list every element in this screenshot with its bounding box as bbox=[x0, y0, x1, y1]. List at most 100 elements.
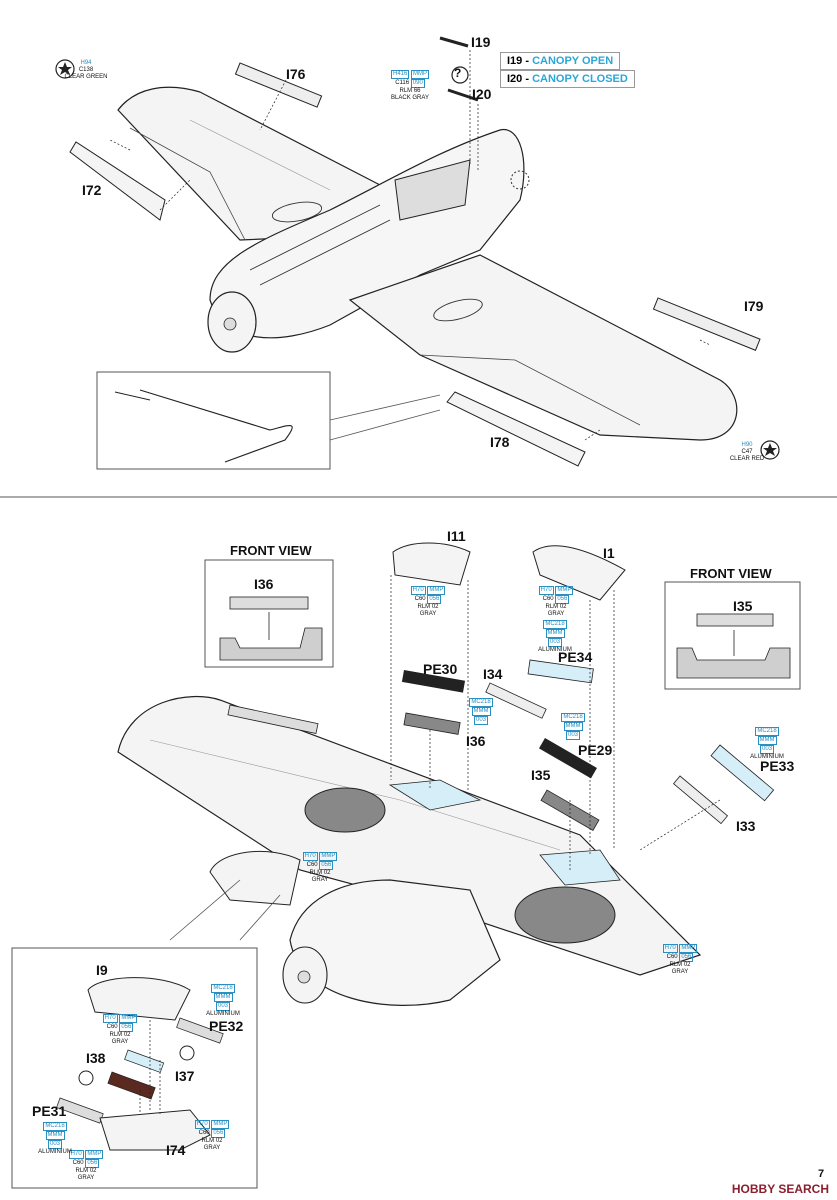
paint-c-code: C60 bbox=[306, 862, 318, 868]
legend-closed-text: CANOPY CLOSED bbox=[532, 73, 628, 85]
part-label-i35: I35 bbox=[531, 767, 551, 783]
paint-rlm: RLM 02 bbox=[417, 604, 439, 610]
paint-name: CLEAR RED bbox=[729, 456, 765, 462]
part-label-pe32: PE32 bbox=[209, 1018, 244, 1034]
paint-name: GRAY bbox=[77, 1175, 95, 1181]
paint-name: BLACK GRAY bbox=[391, 95, 429, 101]
paint-c-code: C47 bbox=[741, 449, 753, 455]
paint-h-code: H70 bbox=[538, 586, 554, 595]
paint-name: CLEAR GREEN bbox=[64, 74, 108, 80]
paint-mmp: MMP bbox=[679, 944, 698, 953]
paint-c-code: C60 bbox=[106, 1024, 118, 1030]
paint-alu-pe33: MC218 MMM 003 ALUMINIUM bbox=[742, 727, 792, 761]
paint-mmm: MMM bbox=[757, 736, 777, 745]
paint-mc-code: MC218 bbox=[43, 1122, 67, 1131]
part-label-i19: I19 bbox=[471, 34, 491, 50]
paint-rlm02-i9: H70 MMP C60 056 RLM 02 GRAY bbox=[98, 1014, 142, 1046]
paint-mmm-code: 003 bbox=[215, 1002, 230, 1011]
paint-mmp-code: 056 bbox=[319, 861, 334, 870]
front-view-right-part: I35 bbox=[733, 598, 753, 614]
hobby-search-watermark: HOBBY SEARCH bbox=[732, 1182, 829, 1196]
paint-rlm02-flap-i11: H70 MMP C60 056 RLM 02 GRAY bbox=[406, 586, 450, 618]
paint-alu-pe32: MC218 MMM 003 ALUMINIUM bbox=[198, 984, 248, 1018]
paint-rlm02-hatch: H70 MMP C60 056 RLM 02 GRAY bbox=[298, 852, 342, 884]
part-label-i1: I1 bbox=[603, 545, 615, 561]
paint-mmp-code: 056 bbox=[679, 953, 694, 962]
part-label-i72: I72 bbox=[82, 182, 102, 198]
legend-closed-code: I20 bbox=[507, 73, 523, 85]
paint-alu-pe30: MC218 MMM 003 bbox=[466, 698, 496, 725]
front-view-right-title: FRONT VIEW bbox=[690, 566, 772, 581]
part-label-pe34: PE34 bbox=[558, 649, 593, 665]
paint-alu-pe34: MC218 MMM 003 ALUMINIUM bbox=[530, 620, 580, 654]
paint-mmp-code: 056 bbox=[211, 1129, 226, 1138]
paint-name: ALUMINIUM bbox=[538, 647, 572, 653]
paint-rlm: RLM 66 bbox=[399, 88, 421, 94]
paint-c-code: C60 bbox=[666, 954, 678, 960]
paint-mc-code: MC218 bbox=[755, 727, 779, 736]
part-label-i78: I78 bbox=[490, 434, 510, 450]
paint-mc-code: MC218 bbox=[469, 698, 493, 707]
paint-name: ALUMINIUM bbox=[38, 1149, 72, 1155]
paint-mmp: MMP bbox=[319, 852, 338, 861]
paint-h-code: H90 bbox=[741, 442, 753, 448]
canopy-open-legend: I19 - CANOPY OPEN bbox=[500, 52, 621, 70]
paint-mmm-code: 003 bbox=[759, 745, 774, 754]
brand-text: HOBBY SEARCH bbox=[731, 1182, 829, 1196]
paint-h-code: H70 bbox=[410, 586, 426, 595]
paint-mmm-code: 003 bbox=[47, 1140, 62, 1149]
paint-name: ALUMINIUM bbox=[206, 1011, 240, 1017]
part-label-pe33: PE33 bbox=[760, 758, 795, 774]
paint-rlm: RLM 02 bbox=[309, 870, 331, 876]
part-label-pe31: PE31 bbox=[32, 1103, 67, 1119]
paint-h-code: H70 bbox=[302, 852, 318, 861]
paint-rlm: RLM 02 bbox=[201, 1138, 223, 1144]
paint-mmp-code: 056 bbox=[555, 595, 570, 604]
part-label-i20: I20 bbox=[472, 86, 492, 102]
legend-open-text: CANOPY OPEN bbox=[532, 55, 614, 67]
paint-c-code: C60 bbox=[414, 596, 426, 602]
paint-rlm02-wing: H70 MMP C60 056 RLM 02 GRAY bbox=[658, 944, 702, 976]
paint-mmp: MMP bbox=[85, 1150, 104, 1159]
paint-rlm02-flap-i1: H70 MMP C60 056 RLM 02 GRAY bbox=[534, 586, 578, 618]
paint-mmp: MMP bbox=[119, 1014, 138, 1023]
paint-mmm: MMM bbox=[545, 629, 565, 638]
paint-mmp: MMP bbox=[555, 586, 574, 595]
paint-mmm: MMM bbox=[213, 993, 233, 1002]
paint-mmm: MMM bbox=[471, 707, 491, 716]
paint-mmp-code: 090 bbox=[410, 79, 425, 88]
question-mark-icon: ? bbox=[454, 66, 462, 80]
paint-mc-code: MC218 bbox=[211, 984, 235, 993]
paint-mmp-code: 056 bbox=[85, 1159, 100, 1168]
paint-name: GRAY bbox=[419, 611, 437, 617]
part-label-i74: I74 bbox=[166, 1142, 186, 1158]
front-view-left-part: I36 bbox=[254, 576, 274, 592]
paint-rlm02-pe31: H70 MMP C60 056 RLM 02 GRAY bbox=[64, 1150, 108, 1182]
part-label-pe29: PE29 bbox=[578, 742, 613, 758]
paint-alu-pe29: MC218 MMM 003 bbox=[558, 713, 588, 740]
paint-name: GRAY bbox=[671, 969, 689, 975]
paint-name: GRAY bbox=[111, 1039, 129, 1045]
paint-name: GRAY bbox=[203, 1145, 221, 1151]
paint-name: GRAY bbox=[547, 611, 565, 617]
paint-mmp-code: 056 bbox=[427, 595, 442, 604]
paint-rlm: RLM 02 bbox=[75, 1168, 97, 1174]
paint-c-code: C60 bbox=[198, 1130, 210, 1136]
part-label-i9: I9 bbox=[96, 962, 108, 978]
part-label-i34: I34 bbox=[483, 666, 503, 682]
paint-h-code: H70 bbox=[194, 1120, 210, 1129]
paint-mmp: MMP bbox=[427, 586, 446, 595]
paint-mmm-code: 003 bbox=[473, 716, 488, 725]
legend-open-code: I19 bbox=[507, 55, 523, 67]
paint-name: GRAY bbox=[311, 877, 329, 883]
paint-mmm-code: 003 bbox=[547, 638, 562, 647]
paint-mmm: MMM bbox=[45, 1131, 65, 1140]
part-label-i76: I76 bbox=[286, 66, 306, 82]
paint-mmp: MMP bbox=[411, 70, 429, 79]
paint-c-code: C60 bbox=[72, 1160, 84, 1166]
paint-mmm-code: 003 bbox=[565, 731, 580, 740]
paint-mc-code: MC218 bbox=[543, 620, 567, 629]
paint-mmp-code: 056 bbox=[119, 1023, 134, 1032]
